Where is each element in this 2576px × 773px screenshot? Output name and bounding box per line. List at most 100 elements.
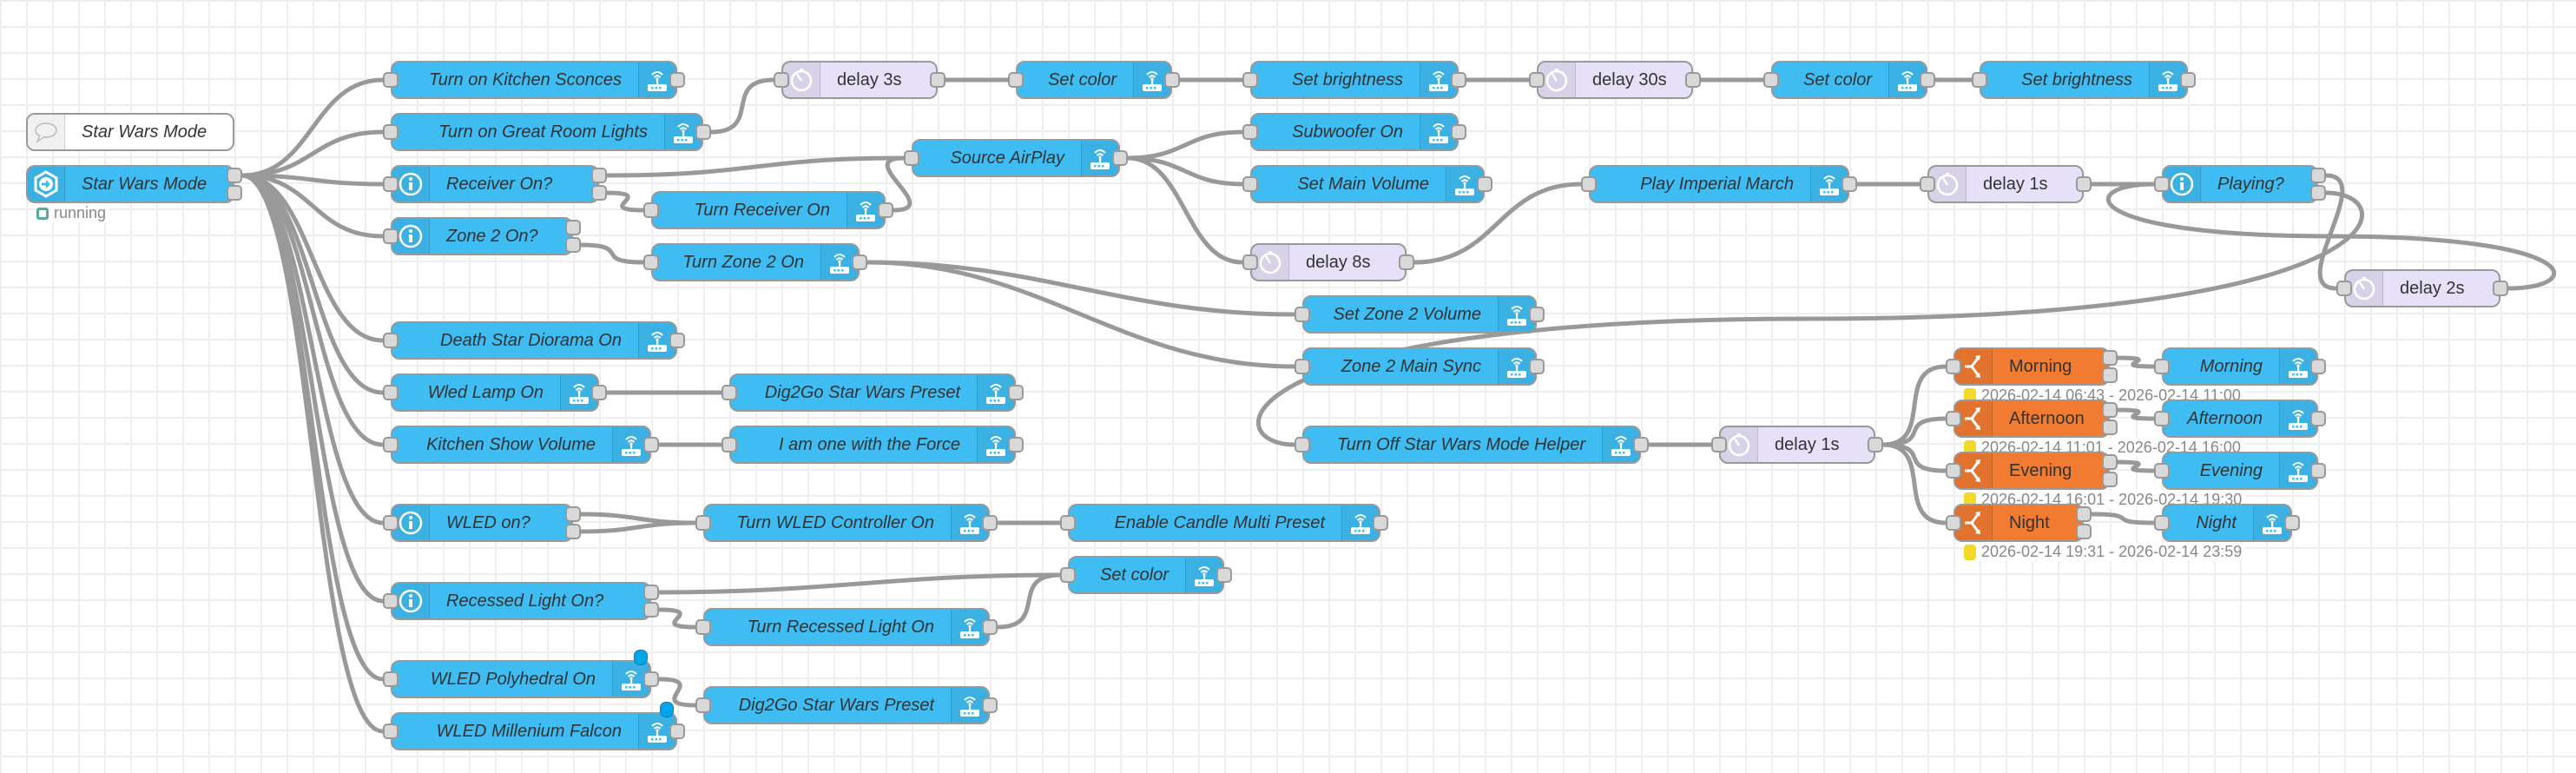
output-port[interactable] — [565, 524, 581, 539]
wire[interactable] — [241, 173, 384, 395]
input-port[interactable] — [383, 176, 399, 192]
wire[interactable] — [658, 607, 696, 630]
output-port[interactable] — [669, 333, 685, 348]
node-kitchen-show[interactable]: Kitchen Show Volume — [391, 426, 651, 464]
output-port[interactable] — [591, 185, 607, 201]
node-turn-recessed[interactable]: Turn Recessed Light On — [703, 608, 990, 646]
output-port[interactable] — [643, 671, 659, 687]
output-port[interactable] — [1841, 176, 1857, 192]
node-dig2go1[interactable]: Dig2Go Star Wars Preset — [729, 373, 1016, 412]
output-port[interactable] — [982, 697, 998, 713]
node-great-room[interactable]: Turn on Great Room Lights — [391, 113, 703, 151]
wire[interactable] — [241, 173, 384, 343]
input-port[interactable] — [2154, 359, 2170, 374]
output-port[interactable] — [2310, 411, 2326, 426]
node-wled-lamp[interactable]: Wled Lamp On — [391, 373, 599, 412]
wire[interactable] — [2091, 512, 2155, 525]
input-port[interactable] — [383, 437, 399, 453]
wire[interactable] — [866, 260, 1295, 317]
input-port[interactable] — [1946, 359, 1961, 374]
node-sw-afternoon[interactable]: Afternoon — [1953, 400, 2110, 438]
output-port[interactable] — [2310, 185, 2326, 201]
input-port[interactable] — [1242, 124, 1258, 140]
input-port[interactable] — [721, 385, 737, 400]
input-port[interactable] — [1295, 359, 1310, 374]
input-port[interactable] — [643, 202, 659, 218]
node-setcolor3[interactable]: Set color — [1068, 556, 1224, 594]
wire[interactable] — [710, 77, 774, 135]
node-zone2-volume[interactable]: Set Zone 2 Volume — [1302, 295, 1537, 334]
input-port[interactable] — [695, 515, 711, 531]
node-turn-receiver-on[interactable]: Turn Receiver On — [651, 191, 886, 229]
node-delay1a[interactable]: delay 1s — [1927, 165, 2084, 203]
output-port[interactable] — [643, 602, 659, 618]
wire[interactable] — [866, 260, 1295, 369]
wire[interactable] — [606, 155, 905, 178]
wire[interactable] — [241, 77, 384, 178]
output-port[interactable] — [2310, 168, 2326, 183]
node-kitchen-sconces[interactable]: Turn on Kitchen Sconces — [391, 61, 677, 99]
node-wled-falcon[interactable]: WLED Millenium Falcon — [391, 712, 677, 750]
node-delay1b[interactable]: delay 1s — [1719, 426, 1875, 464]
output-port[interactable] — [2310, 463, 2326, 479]
wire[interactable] — [1882, 364, 1947, 447]
wire[interactable] — [580, 242, 644, 265]
input-port[interactable] — [904, 150, 919, 166]
output-port[interactable] — [2102, 472, 2118, 487]
node-sw-evening[interactable]: Evening — [1953, 452, 2110, 490]
input-port[interactable] — [1972, 72, 1987, 88]
node-candle[interactable]: Enable Candle Multi Preset — [1068, 504, 1380, 542]
node-death-star[interactable]: Death Star Diorama On — [391, 321, 677, 360]
node-dig2go2[interactable]: Dig2Go Star Wars Preset — [703, 686, 990, 724]
output-port[interactable] — [1920, 72, 1935, 88]
output-port[interactable] — [1008, 437, 1024, 453]
node-setcolor1[interactable]: Set color — [1016, 61, 1172, 99]
input-port[interactable] — [2154, 411, 2170, 426]
input-port[interactable] — [2154, 463, 2170, 479]
node-delay8[interactable]: delay 8s — [1250, 243, 1407, 281]
output-port[interactable] — [982, 619, 998, 635]
output-port[interactable] — [1451, 124, 1466, 140]
output-port[interactable] — [669, 723, 685, 739]
output-port[interactable] — [2076, 524, 2092, 539]
input-port[interactable] — [1581, 176, 1597, 192]
wire[interactable] — [997, 572, 1061, 630]
output-port[interactable] — [2102, 420, 2118, 435]
input-port[interactable] — [1763, 72, 1779, 88]
wire[interactable] — [1127, 155, 1243, 265]
node-delay3[interactable]: delay 3s — [781, 61, 938, 99]
output-port[interactable] — [565, 237, 581, 253]
input-port[interactable] — [1529, 72, 1545, 88]
input-port[interactable] — [695, 697, 711, 713]
output-port[interactable] — [1529, 359, 1545, 374]
input-port[interactable] — [383, 671, 399, 687]
wire[interactable] — [1882, 442, 1947, 473]
output-port[interactable] — [669, 72, 685, 88]
wire[interactable] — [1127, 129, 1243, 161]
input-port[interactable] — [2154, 515, 2170, 531]
node-delay30[interactable]: delay 30s — [1537, 61, 1693, 99]
node-wled-on[interactable]: WLED on? — [391, 504, 573, 542]
output-port[interactable] — [591, 168, 607, 183]
input-port[interactable] — [383, 515, 399, 531]
wire[interactable] — [1882, 416, 1947, 447]
wire[interactable] — [241, 173, 384, 447]
output-port[interactable] — [695, 124, 711, 140]
output-port[interactable] — [982, 515, 998, 531]
wire[interactable] — [241, 173, 384, 239]
input-port[interactable] — [1920, 176, 1935, 192]
wire[interactable] — [2117, 355, 2155, 369]
output-port[interactable] — [1008, 385, 1024, 400]
wire[interactable] — [1127, 155, 1243, 187]
node-subwoofer[interactable]: Subwoofer On — [1250, 113, 1459, 151]
input-port[interactable] — [383, 723, 399, 739]
output-port[interactable] — [565, 506, 581, 522]
node-receiver-on[interactable]: Receiver On? — [391, 165, 599, 203]
output-port[interactable] — [1399, 254, 1414, 270]
input-port[interactable] — [1060, 567, 1076, 583]
node-turn-off-helper[interactable]: Turn Off Star Wars Mode Helper — [1302, 426, 1641, 464]
output-port[interactable] — [227, 185, 242, 201]
output-port[interactable] — [2493, 281, 2508, 296]
input-port[interactable] — [1946, 515, 1961, 531]
input-port[interactable] — [383, 228, 399, 244]
